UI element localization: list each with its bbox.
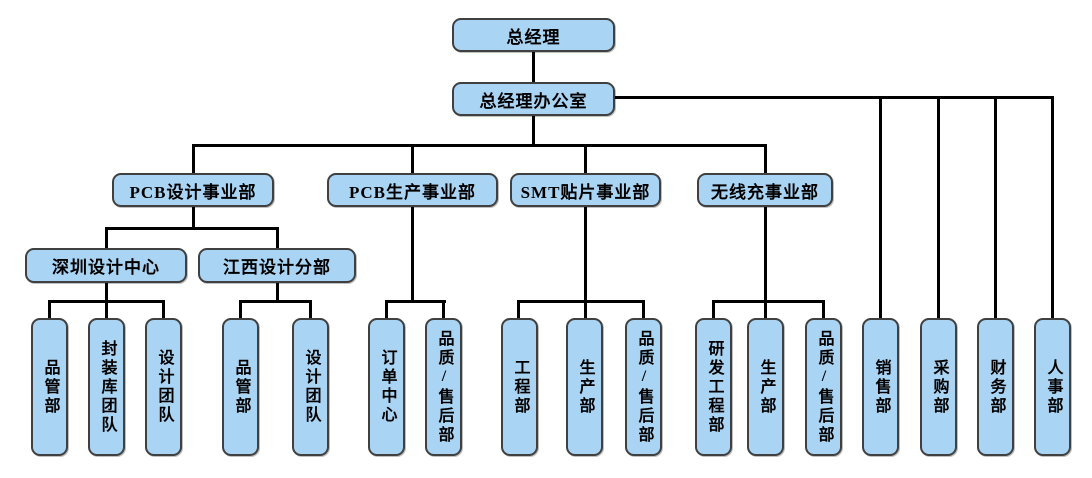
connector-line [532, 116, 535, 146]
connector-line [105, 227, 108, 248]
node-pcb-design-bu[interactable]: PCB设计事业部 [112, 173, 274, 207]
connector-line [276, 283, 279, 302]
connector-line [309, 300, 312, 318]
connector-line [385, 300, 388, 318]
node-wl-production-dept[interactable]: 生产部 [747, 318, 784, 456]
node-pcb-production-bu[interactable]: PCB生产事业部 [327, 173, 498, 207]
connector-line [239, 300, 242, 318]
connector-line [712, 300, 715, 318]
node-order-center[interactable]: 订单中心 [368, 318, 405, 456]
connector-line [712, 300, 825, 303]
connector-line [764, 207, 767, 318]
connector-line [517, 300, 645, 303]
connector-line [615, 96, 1054, 99]
node-sz-design-team[interactable]: 设计团队 [145, 318, 182, 456]
connector-line [105, 227, 279, 230]
connector-line [105, 283, 108, 302]
node-prod-qa-aftersales-dept[interactable]: 品质/售后部 [425, 318, 462, 456]
node-hr-dept[interactable]: 人事部 [1034, 318, 1071, 456]
node-sz-quality-dept[interactable]: 品管部 [31, 318, 68, 456]
node-jx-design-team[interactable]: 设计团队 [292, 318, 329, 456]
connector-line [642, 300, 645, 318]
connector-line [48, 300, 51, 318]
connector-line [879, 96, 882, 318]
node-jiangxi-design-branch[interactable]: 江西设计分部 [198, 248, 356, 283]
connector-line [584, 207, 587, 318]
node-rd-engineering-dept[interactable]: 研发工程部 [695, 318, 732, 456]
node-smt-production-dept[interactable]: 生产部 [566, 318, 603, 456]
node-smt-qa-aftersales-dept[interactable]: 品质/售后部 [625, 318, 662, 456]
node-sales-dept[interactable]: 销售部 [862, 318, 899, 456]
connector-line [1051, 96, 1054, 318]
connector-line [584, 144, 587, 173]
connector-line [517, 300, 520, 318]
node-purchasing-dept[interactable]: 采购部 [920, 318, 957, 456]
node-general-manager[interactable]: 总经理 [452, 18, 615, 52]
connector-line [276, 227, 279, 248]
node-wl-qa-aftersales-dept[interactable]: 品质/售后部 [805, 318, 842, 456]
connector-line [411, 144, 414, 173]
node-sz-package-library-team[interactable]: 封装库团队 [88, 318, 125, 456]
connector-line [937, 96, 940, 318]
connector-line [822, 300, 825, 318]
node-jx-quality-dept[interactable]: 品管部 [222, 318, 259, 456]
connector-line [532, 52, 535, 82]
node-smt-engineering-dept[interactable]: 工程部 [501, 318, 538, 456]
connector-line [385, 300, 446, 303]
node-wireless-charging-bu[interactable]: 无线充事业部 [697, 173, 833, 207]
connector-line [162, 300, 165, 318]
connector-line [105, 300, 108, 318]
connector-line [442, 300, 445, 318]
connector-line [192, 207, 195, 229]
node-finance-dept[interactable]: 财务部 [977, 318, 1014, 456]
connector-line [994, 96, 997, 318]
node-shenzhen-design-center[interactable]: 深圳设计中心 [25, 248, 187, 283]
connector-line [411, 207, 414, 303]
node-gm-office[interactable]: 总经理办公室 [452, 82, 615, 116]
connector-line [192, 144, 195, 173]
node-smt-bu[interactable]: SMT贴片事业部 [510, 173, 661, 207]
connector-line [239, 300, 312, 303]
connector-line [764, 144, 767, 173]
connector-line [193, 144, 767, 147]
